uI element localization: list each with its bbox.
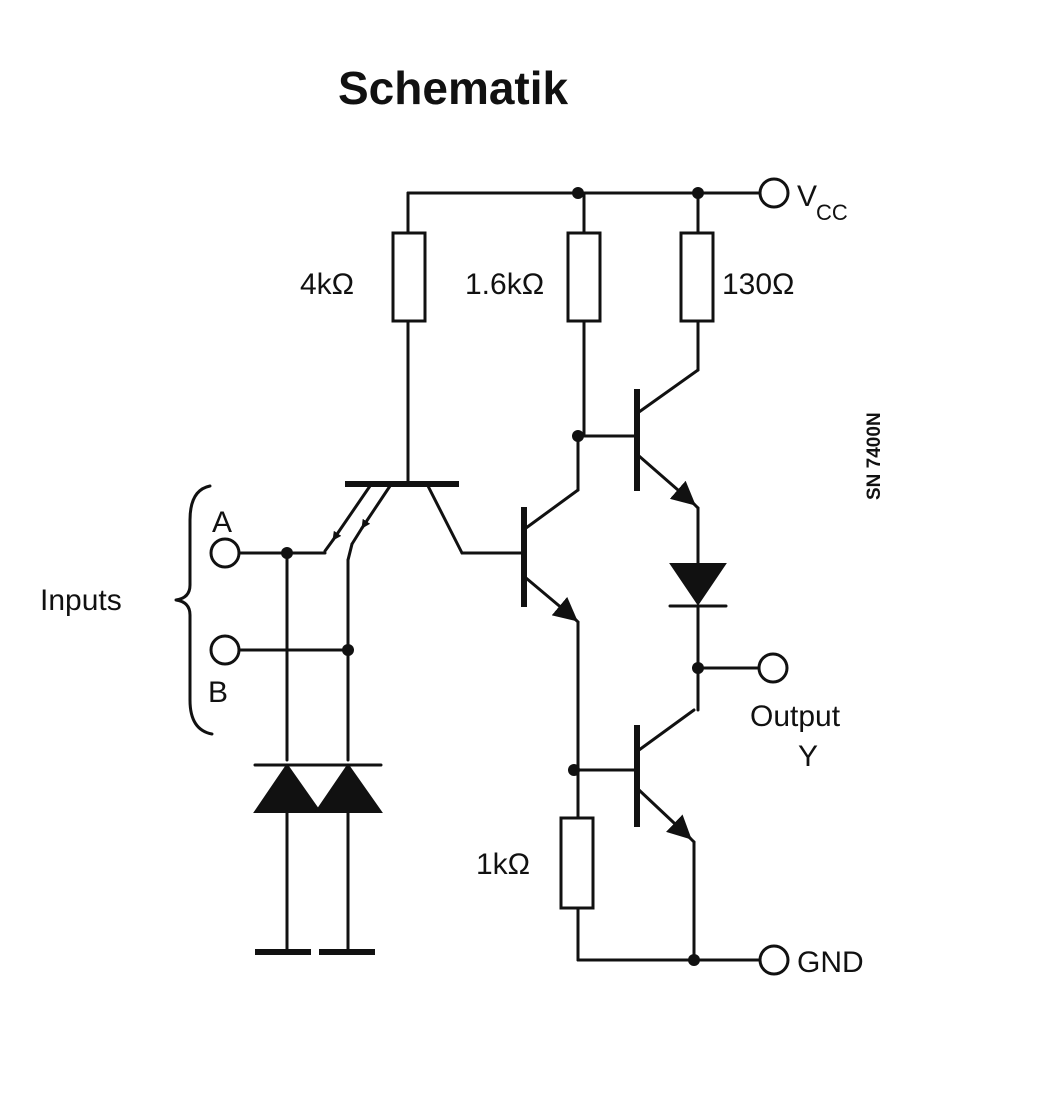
output-label-y: Y <box>798 740 818 773</box>
resistor-130: 130Ω <box>679 191 794 372</box>
input-a-wiring: A <box>209 506 327 762</box>
output-node: Output Y <box>692 652 841 773</box>
diagram-title: Schematik <box>338 62 569 114</box>
input-transistor-multi-emitter <box>323 481 524 555</box>
gnd-label: GND <box>797 946 864 979</box>
vcc-rail: V CC <box>406 177 848 225</box>
vcc-label-subscript: CC <box>816 200 848 225</box>
resistor-1k-label: 1kΩ <box>476 848 530 881</box>
output-terminal[interactable] <box>757 652 789 684</box>
input-b-label: B <box>208 676 228 709</box>
resistor-1-6k-label: 1.6kΩ <box>465 268 544 301</box>
vcc-label: V <box>797 180 817 213</box>
clamp-diode-b <box>314 763 383 955</box>
resistor-1-6k: 1.6kΩ <box>465 191 602 438</box>
input-b-terminal[interactable] <box>209 634 241 666</box>
clamp-diode-a <box>253 763 322 955</box>
output-label: Output <box>750 700 841 733</box>
vcc-terminal <box>758 177 790 209</box>
lower-output-transistor <box>568 708 696 962</box>
upper-output-transistor <box>634 368 700 566</box>
input-b-wiring: B <box>208 542 354 762</box>
input-a-label: A <box>212 506 232 539</box>
output-diode <box>668 563 728 670</box>
resistor-4k: 4kΩ <box>300 191 427 486</box>
inputs-brace: Inputs <box>40 484 214 736</box>
resistor-1k: 1kΩ <box>476 768 595 962</box>
inputs-label: Inputs <box>40 584 122 617</box>
part-number: SN 7400N <box>864 412 885 500</box>
phase-splitter-transistor <box>521 434 580 772</box>
resistor-130-label: 130Ω <box>722 268 794 301</box>
gnd-terminal <box>758 944 790 976</box>
input-a-terminal[interactable] <box>209 537 241 569</box>
gnd-rail: GND <box>576 944 864 979</box>
resistor-4k-label: 4kΩ <box>300 268 354 301</box>
